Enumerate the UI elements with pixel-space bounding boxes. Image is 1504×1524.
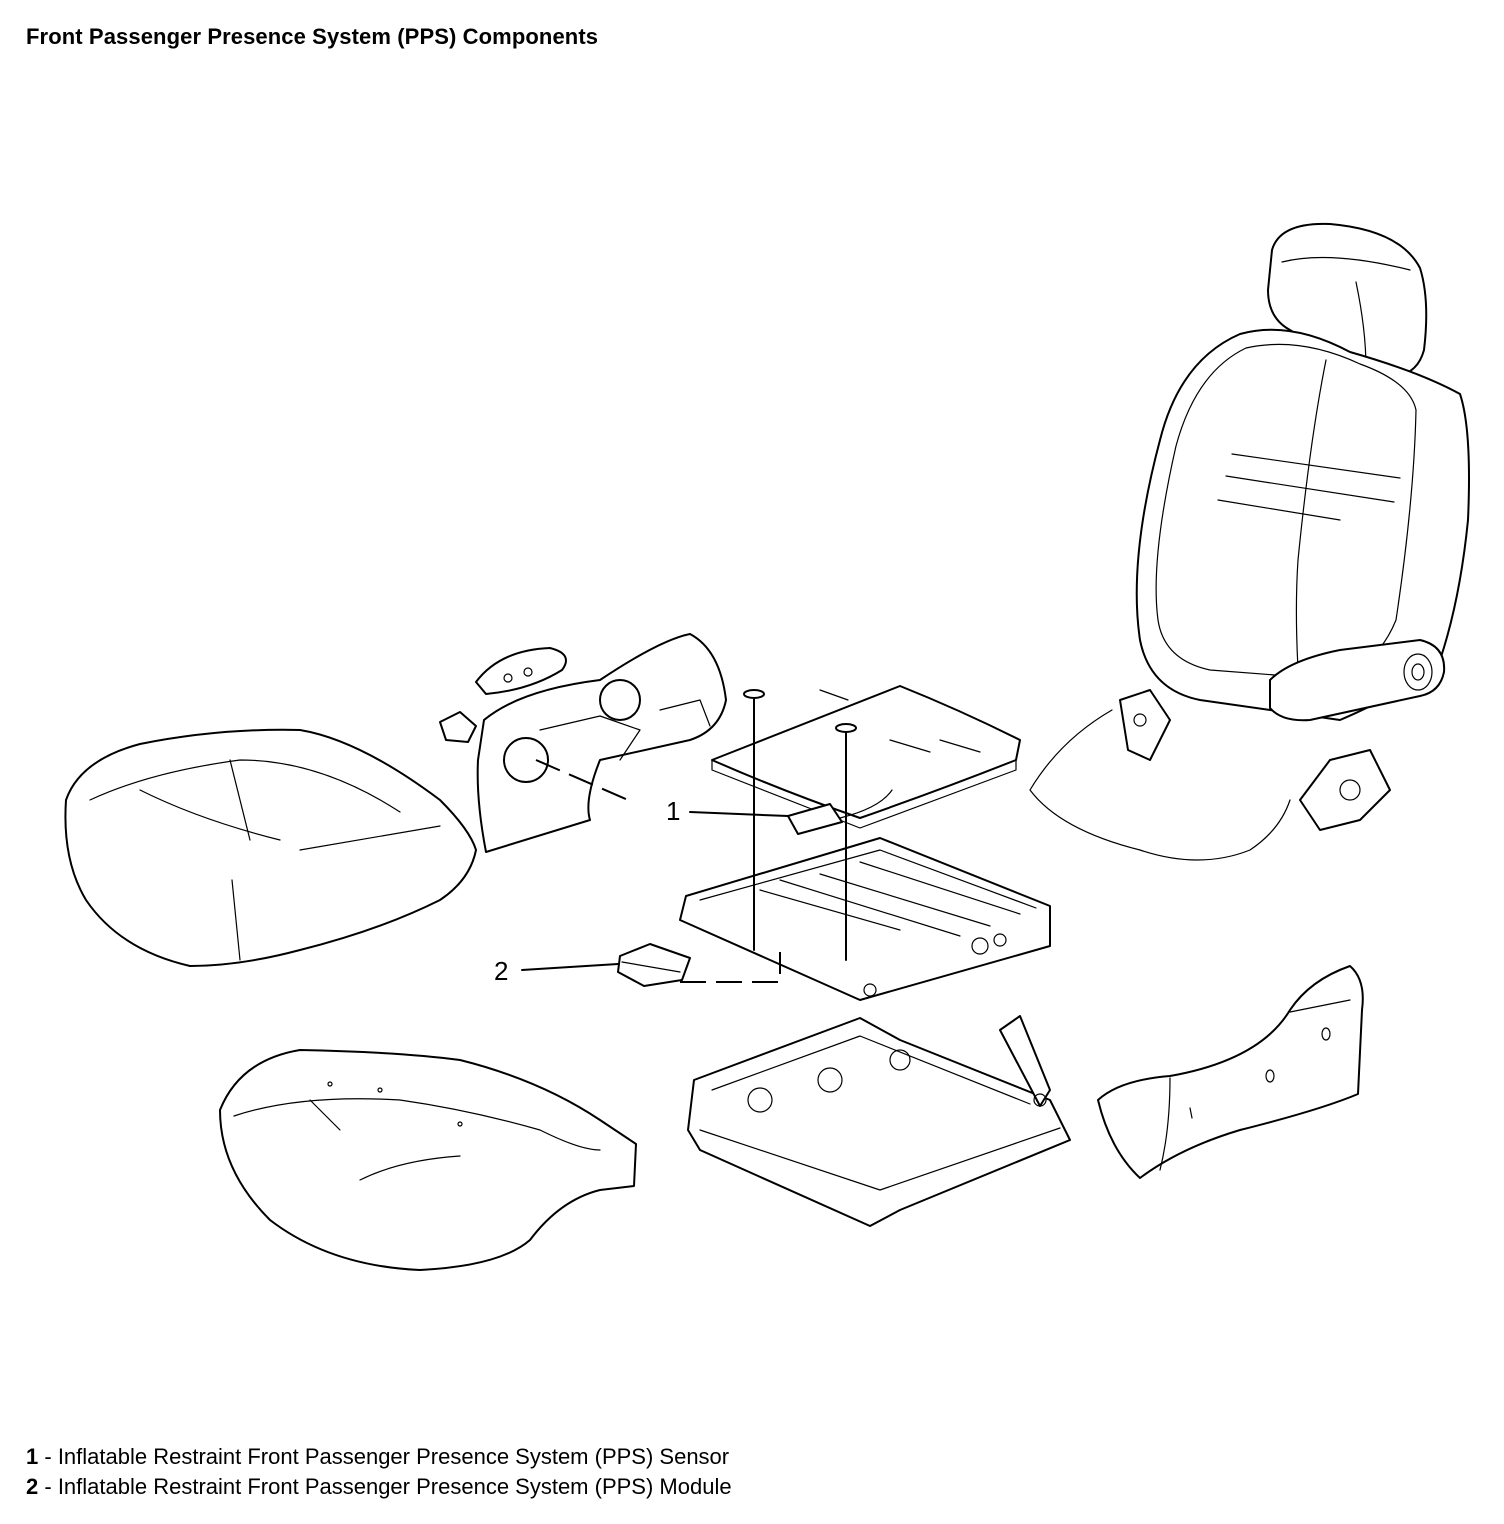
legend-item: 2 - Inflatable Restraint Front Passenger… bbox=[26, 1472, 732, 1502]
pps-module-illustration bbox=[617, 943, 781, 987]
legend-item-label: Inflatable Restraint Front Passenger Pre… bbox=[57, 1474, 732, 1499]
legend-item: 1 - Inflatable Restraint Front Passenger… bbox=[26, 1442, 732, 1472]
callout-2-leader bbox=[521, 963, 619, 971]
legend: 1 - Inflatable Restraint Front Passenger… bbox=[26, 1442, 732, 1502]
trim-alignment-line bbox=[535, 759, 629, 801]
callout-1-number: 1 bbox=[666, 796, 680, 826]
legend-item-label: Inflatable Restraint Front Passenger Pre… bbox=[57, 1444, 730, 1469]
seat-cushion-illustration bbox=[64, 728, 477, 967]
legend-separator: - bbox=[38, 1474, 58, 1499]
callout-2: 2 bbox=[494, 956, 619, 986]
pps-sensor-mat-illustration bbox=[711, 685, 1021, 835]
seat-back-illustration bbox=[1029, 222, 1470, 861]
callout-2-number: 2 bbox=[494, 956, 508, 986]
callout-1: 1 bbox=[666, 796, 789, 826]
seat-adjuster-illustration bbox=[687, 1015, 1071, 1227]
legend-separator: - bbox=[38, 1444, 58, 1469]
seat-pan-frame-illustration bbox=[679, 777, 1051, 1001]
legend-item-number: 2 bbox=[26, 1474, 39, 1499]
callout-1-leader bbox=[689, 811, 789, 817]
legend-item-number: 1 bbox=[26, 1444, 39, 1469]
seat-cushion-pad-illustration bbox=[219, 1049, 637, 1271]
inner-side-shield-illustration bbox=[1097, 965, 1364, 1179]
outer-trim-panel-illustration bbox=[439, 633, 727, 853]
page-title: Front Passenger Presence System (PPS) Co… bbox=[26, 24, 599, 49]
